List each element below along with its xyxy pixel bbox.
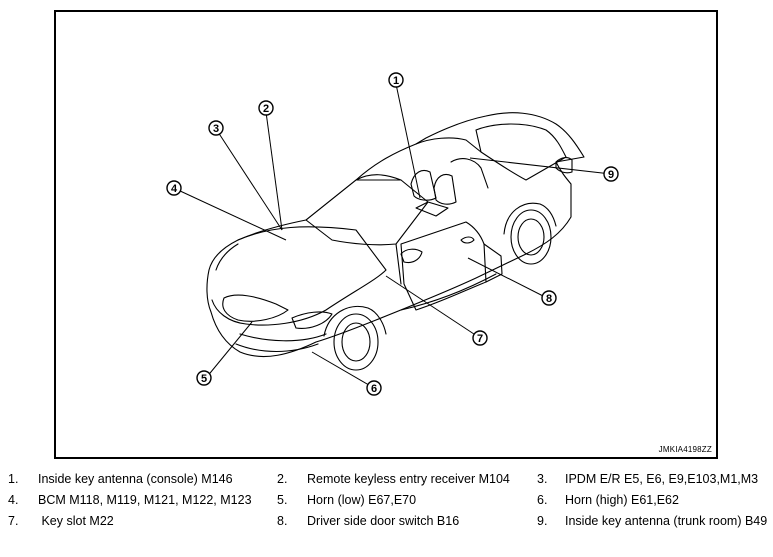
trunk	[475, 123, 567, 181]
windshield	[305, 174, 429, 246]
svg-text:8: 8	[546, 293, 552, 305]
svg-text:7: 7	[477, 333, 483, 345]
svg-text:1: 1	[393, 75, 399, 87]
legend-text: Driver side door switch B16	[307, 514, 460, 528]
callouts: 1 2 3 4 5 6 7 8 9	[166, 72, 619, 396]
svg-text:6: 6	[371, 383, 377, 395]
leader-4	[177, 189, 287, 241]
svg-text:9: 9	[608, 169, 614, 181]
legend-text: Remote keyless entry receiver M104	[307, 472, 510, 486]
legend-number: 9.	[537, 514, 548, 528]
legend-text: Horn (high) E61,E62	[565, 493, 679, 507]
legend-number: 3.	[537, 472, 548, 486]
legend-number: 2.	[277, 472, 288, 486]
callout-9: 9	[603, 166, 619, 182]
leader-3	[217, 131, 283, 231]
legend-text: Inside key antenna (console) M146	[38, 472, 233, 486]
legend-text: Inside key antenna (trunk room) B49	[565, 514, 768, 528]
image-code: JMKIA4198ZZ	[658, 445, 712, 454]
leader-7	[385, 275, 481, 339]
legend-number: 5.	[277, 493, 288, 507]
seat-rear	[433, 173, 457, 205]
door-handle	[460, 236, 475, 244]
legend-text: BCM M118, M119, M121, M122, M123	[38, 493, 252, 507]
leader-6	[311, 351, 375, 389]
headlight	[291, 311, 333, 329]
legend-text: IPDM E/R E5, E6, E9,E103,M1,M3	[565, 472, 759, 486]
legend-number: 6.	[537, 493, 548, 507]
callout-3: 3	[208, 120, 224, 136]
leader-1	[395, 83, 421, 199]
callout-5: 5	[196, 370, 212, 386]
callout-6: 6	[366, 380, 382, 396]
car-component-location-drawing: 1 2 3 4 5 6 7 8 9	[166, 72, 619, 396]
legend-text: Key slot M22	[38, 514, 114, 528]
front-bumper	[239, 333, 327, 342]
legend-number: 1.	[8, 472, 19, 486]
front-grille	[222, 294, 289, 322]
rear-wheel	[510, 209, 552, 265]
legend-text: Horn (low) E67,E70	[307, 493, 417, 507]
svg-text:4: 4	[171, 183, 178, 195]
leader-8	[467, 257, 550, 300]
console	[415, 201, 449, 217]
legend-number: 8.	[277, 514, 288, 528]
svg-text:3: 3	[213, 123, 219, 135]
tail-light	[555, 157, 573, 174]
diagram-frame: 1 2 3 4 5 6 7 8 9 JMKIA4198ZZ	[54, 10, 718, 459]
svg-text:2: 2	[263, 103, 269, 115]
callout-2: 2	[258, 100, 274, 116]
front-wheel	[333, 313, 379, 371]
legend-number: 4.	[8, 493, 19, 507]
driver-door	[400, 221, 487, 311]
callout-7: 7	[472, 330, 488, 346]
callout-4: 4	[166, 180, 182, 196]
legend-number: 7.	[8, 514, 19, 528]
side-mirror	[400, 248, 423, 264]
callout-1: 1	[388, 72, 404, 88]
leader-2	[265, 111, 283, 231]
leader-9	[469, 157, 612, 175]
car-body-outline	[206, 112, 585, 358]
callout-8: 8	[541, 290, 557, 306]
svg-text:5: 5	[201, 373, 207, 385]
leader-5	[205, 321, 253, 379]
